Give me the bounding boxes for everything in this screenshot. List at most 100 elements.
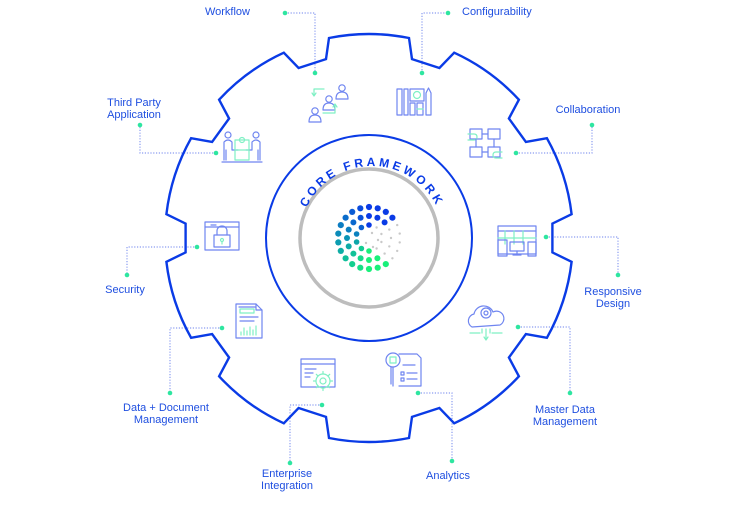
connector-dot — [124, 272, 130, 278]
logo-dot — [358, 224, 365, 231]
label-line: Responsive — [584, 286, 642, 298]
logo-dot — [382, 208, 389, 215]
inner-ring — [265, 134, 473, 342]
devices-icon — [497, 225, 537, 257]
logo-dot — [374, 205, 381, 212]
logo-dot — [353, 231, 360, 237]
logo-dot — [389, 214, 396, 221]
connector-enterprise-integration — [287, 402, 325, 466]
connector-dot — [589, 122, 595, 128]
joined-hands-icon — [467, 128, 503, 159]
connector-line — [285, 12, 316, 73]
core-dot-logo — [335, 203, 401, 273]
logo-dot — [345, 226, 352, 233]
document-search-icon — [385, 352, 422, 387]
connector-dot — [615, 272, 621, 278]
connector-workflow — [282, 10, 318, 76]
connector-dot — [213, 150, 219, 156]
logo-dot — [345, 243, 352, 250]
logo-dot — [366, 248, 372, 254]
logo-dot — [371, 245, 375, 249]
core-ring — [298, 167, 440, 309]
logo-dot — [353, 239, 360, 245]
connector-line — [518, 326, 571, 393]
logo-dot — [366, 257, 372, 263]
logo-dot — [370, 231, 374, 235]
logo-dot — [349, 208, 356, 215]
connector-line — [169, 327, 222, 393]
logo-dot — [357, 255, 364, 262]
label-line: Master Data — [535, 404, 595, 416]
connector-dot — [167, 390, 173, 396]
logo-dot — [366, 222, 372, 228]
logo-dot — [388, 228, 391, 231]
label-line: Collaboration — [555, 104, 621, 116]
connector-dot — [445, 10, 451, 16]
logo-dot — [375, 247, 378, 250]
label-configurability: Configurability — [462, 6, 532, 18]
logo-dot — [335, 230, 342, 237]
connector-dot — [419, 70, 425, 76]
logo-dot — [389, 236, 393, 240]
label-line: Analytics — [425, 470, 471, 482]
logo-dot — [335, 239, 342, 246]
label-line: Application — [107, 109, 161, 121]
connector-collaboration — [513, 122, 595, 156]
connector-responsive-design — [543, 234, 621, 278]
puzzle-people-icon — [221, 131, 263, 163]
report-document-icon — [235, 303, 263, 339]
logo-dot — [337, 247, 344, 254]
logo-dot — [376, 238, 380, 242]
connector-configurability — [419, 10, 451, 76]
connector-line — [421, 12, 448, 73]
label-line: Security — [105, 284, 145, 296]
label-line: Data + Document — [123, 402, 209, 414]
connector-dot — [219, 325, 225, 331]
logo-dot — [380, 240, 383, 244]
connector-dot — [513, 150, 519, 156]
logo-dot — [398, 232, 401, 235]
logo-dot — [382, 261, 389, 268]
label-analytics: Analytics — [426, 470, 470, 482]
logo-dot — [381, 219, 388, 226]
connector-dot — [282, 10, 288, 16]
connector-analytics — [415, 390, 455, 464]
connector-line — [139, 125, 216, 154]
connector-line — [126, 246, 197, 275]
label-line: Enterprise — [261, 468, 313, 480]
logo-dot — [365, 203, 373, 211]
connector-dot — [312, 70, 318, 76]
logo-dot — [342, 214, 349, 221]
browser-gear-icon — [300, 358, 336, 392]
logo-dot — [383, 252, 386, 255]
label-line: Workflow — [204, 6, 250, 18]
logo-dot — [350, 219, 357, 226]
cloud-gear-icon — [467, 305, 505, 341]
logo-dot — [358, 245, 365, 252]
connector-security — [124, 244, 200, 278]
label-line: Third Party — [107, 97, 161, 109]
design-tools-icon — [396, 87, 432, 116]
logo-dot — [374, 264, 381, 271]
logo-dot — [398, 241, 401, 244]
gear-outline — [165, 32, 573, 444]
connector-line — [516, 125, 593, 154]
logo-dot — [357, 214, 364, 221]
logo-dot — [342, 255, 349, 262]
logo-dot — [375, 226, 378, 229]
logo-dot — [337, 222, 344, 229]
connector-dot — [515, 324, 521, 330]
people-workflow-icon — [308, 84, 349, 123]
label-collaboration: Collaboration — [556, 104, 621, 116]
connector-dot — [137, 122, 143, 128]
connector-dot — [543, 234, 549, 240]
connector-dot — [287, 460, 293, 466]
label-workflow: Workflow — [205, 6, 250, 18]
logo-dot — [365, 265, 373, 273]
